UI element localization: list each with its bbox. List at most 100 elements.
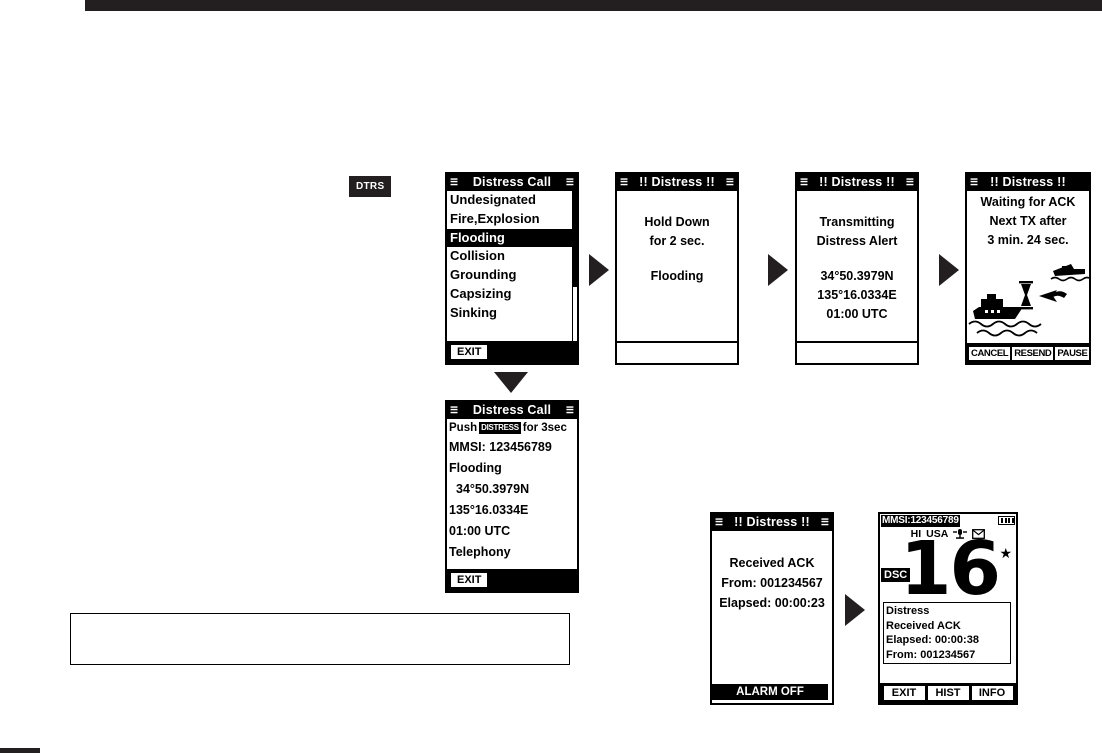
- channel-display-area: DSC 16 ★: [880, 530, 1016, 618]
- waiting-ack-body: Waiting for ACK Next TX after 3 min. 24 …: [967, 191, 1089, 343]
- menu-ear-right-icon: ☰: [565, 405, 574, 415]
- menu-ear-left-icon: ☰: [800, 177, 809, 187]
- flow-arrow-right-icon: [939, 254, 959, 286]
- waiting-ack-countdown: 3 min. 24 sec.: [987, 233, 1069, 247]
- push-prefix-text: Push: [449, 422, 478, 434]
- hold-down-line-2: for 2 sec.: [649, 234, 705, 248]
- menu-ear-left-icon: ☰: [450, 177, 459, 187]
- message-line-4: From: 001234567: [886, 648, 976, 661]
- favorite-star-icon: ★: [999, 545, 1012, 561]
- message-line-3: Elapsed: 00:00:38: [886, 634, 979, 646]
- distress-button-tag: DISTRESS: [479, 422, 521, 434]
- distress-call-list-screen: ☰ Distress Call ☰ Undesignated Fire,Expl…: [445, 172, 579, 365]
- dsc-indicator: DSC: [881, 568, 911, 582]
- flow-arrow-right-icon: [845, 594, 865, 626]
- menu-ear-right-icon: ☰: [905, 177, 914, 187]
- mode-value: Telephony: [449, 545, 511, 559]
- flow-arrow-right-icon: [589, 254, 609, 286]
- list-scrollbar-thumb[interactable]: [573, 191, 577, 287]
- battery-icon: [998, 516, 1015, 525]
- list-scrollbar[interactable]: [572, 191, 577, 341]
- exit-softkey[interactable]: EXIT: [451, 345, 488, 359]
- info-softkey[interactable]: INFO: [971, 686, 1013, 700]
- exit-softkey[interactable]: EXIT: [883, 686, 925, 700]
- radio-mode-icons: HI USA: [880, 527, 1016, 540]
- list-item-flooding[interactable]: Flooding: [447, 228, 577, 248]
- flow-arrow-right-icon: [768, 254, 788, 286]
- list-item-undesignated[interactable]: Undesignated: [450, 192, 536, 207]
- main-radio-screen: MMSI:123456789 HI USA DSC 16 ★ Distress …: [878, 512, 1018, 705]
- hold-down-body: Hold Down for 2 sec. Flooding: [617, 191, 737, 343]
- screen-title-bar: ☰ !! Distress !!: [967, 174, 1089, 191]
- screen-title: !! Distress !!: [734, 515, 810, 529]
- list-item-capsizing[interactable]: Capsizing: [450, 285, 512, 301]
- received-ack-line-1: Received ACK: [729, 556, 815, 570]
- cancel-softkey[interactable]: CANCEL: [969, 346, 1011, 360]
- menu-ear-right-icon: ☰: [725, 177, 734, 187]
- flow-arrow-down-icon: [494, 372, 528, 393]
- dtrs-key-button[interactable]: DTRS: [349, 176, 392, 197]
- softkey-bar: ALARM OFF: [712, 681, 832, 703]
- transmitting-body: Transmitting Distress Alert 34°50.3979N …: [797, 191, 917, 343]
- distress-call-detail-screen: ☰ Distress Call ☰ Push DISTRESS for 3sec…: [445, 400, 579, 593]
- resend-softkey[interactable]: RESEND: [1012, 346, 1054, 360]
- message-line-2: Received ACK: [886, 619, 961, 632]
- microphone-icon: [953, 529, 968, 539]
- note-box: [70, 613, 570, 665]
- softkey-bar: EXIT: [447, 569, 577, 591]
- received-ack-body: Received ACK From: 001234567 Elapsed: 00…: [712, 531, 832, 683]
- screen-title-bar: ☰ !! Distress !! ☰: [712, 514, 832, 531]
- hold-down-nature: Flooding: [650, 269, 704, 283]
- hist-softkey[interactable]: HIST: [927, 686, 969, 700]
- softkey-bar-empty: [797, 341, 917, 363]
- softkey-bar-empty: [617, 341, 737, 363]
- utc-time-value: 01:00 UTC: [826, 307, 888, 321]
- screen-title-bar: ☰ !! Distress !! ☰: [797, 174, 917, 191]
- menu-ear-right-icon: ☰: [820, 517, 829, 527]
- list-item-collision[interactable]: Collision: [450, 248, 505, 264]
- screen-title-bar: ☰ !! Distress !! ☰: [617, 174, 737, 191]
- softkey-bar: EXIT HIST INFO: [880, 683, 1016, 703]
- menu-ear-left-icon: ☰: [450, 405, 459, 415]
- received-ack-elapsed: Elapsed: 00:00:23: [719, 596, 825, 610]
- distress-boat-illustration-icon: [968, 264, 1089, 337]
- menu-ear-left-icon: ☰: [620, 177, 629, 187]
- menu-ear-left-icon: ☰: [970, 177, 979, 187]
- screen-title-bar: ☰ Distress Call ☰: [447, 174, 577, 191]
- transmitting-line-2: Distress Alert: [816, 234, 898, 248]
- longitude-value: 135°16.0334E: [449, 503, 529, 517]
- alarm-off-softkey[interactable]: ALARM OFF: [712, 684, 828, 700]
- list-item-fire-explosion[interactable]: Fire,Explosion: [450, 210, 540, 226]
- power-hi-label: HI: [910, 527, 922, 540]
- transmitting-line-1: Transmitting: [819, 215, 895, 229]
- softkey-bar: EXIT: [447, 341, 577, 363]
- envelope-icon: [972, 528, 986, 539]
- softkey-bar: CANCEL RESEND PAUSE: [967, 343, 1090, 363]
- screen-title: !! Distress !!: [639, 175, 715, 189]
- distress-detail-body: Push DISTRESS for 3sec MMSI: 123456789 F…: [447, 419, 577, 563]
- distress-nature-list: Undesignated Fire,Explosion Flooding Col…: [447, 191, 577, 341]
- screen-title: !! Distress !!: [990, 175, 1066, 189]
- menu-ear-left-icon: ☰: [715, 517, 724, 527]
- exit-softkey[interactable]: EXIT: [451, 573, 488, 587]
- utc-time-value: 01:00 UTC: [449, 524, 511, 538]
- waiting-ack-line-1: Waiting for ACK: [980, 195, 1076, 209]
- menu-ear-right-icon: ☰: [565, 177, 574, 187]
- push-distress-instruction: Push DISTRESS for 3sec: [447, 419, 577, 437]
- pause-softkey[interactable]: PAUSE: [1055, 346, 1090, 360]
- list-item-sinking[interactable]: Sinking: [450, 304, 497, 320]
- channel-group-usa-label: USA: [926, 527, 949, 540]
- received-ack-from: From: 001234567: [721, 576, 823, 590]
- page-bottom-rule: [0, 748, 40, 753]
- hold-down-screen: ☰ !! Distress !! ☰ Hold Down for 2 sec. …: [615, 172, 739, 365]
- mmsi-value: MMSI: 123456789: [449, 440, 552, 454]
- screen-title: Distress Call: [472, 175, 552, 189]
- waiting-ack-line-2: Next TX after: [989, 214, 1067, 228]
- message-line-1: Distress: [886, 605, 930, 617]
- waiting-for-ack-screen: ☰ !! Distress !! Waiting for ACK Next TX…: [965, 172, 1091, 365]
- list-item-grounding[interactable]: Grounding: [450, 267, 517, 283]
- radio-status-bar: MMSI:123456789: [880, 514, 1016, 527]
- nature-value: Flooding: [449, 461, 502, 475]
- hold-down-line-1: Hold Down: [644, 215, 710, 229]
- screen-title: !! Distress !!: [819, 175, 895, 189]
